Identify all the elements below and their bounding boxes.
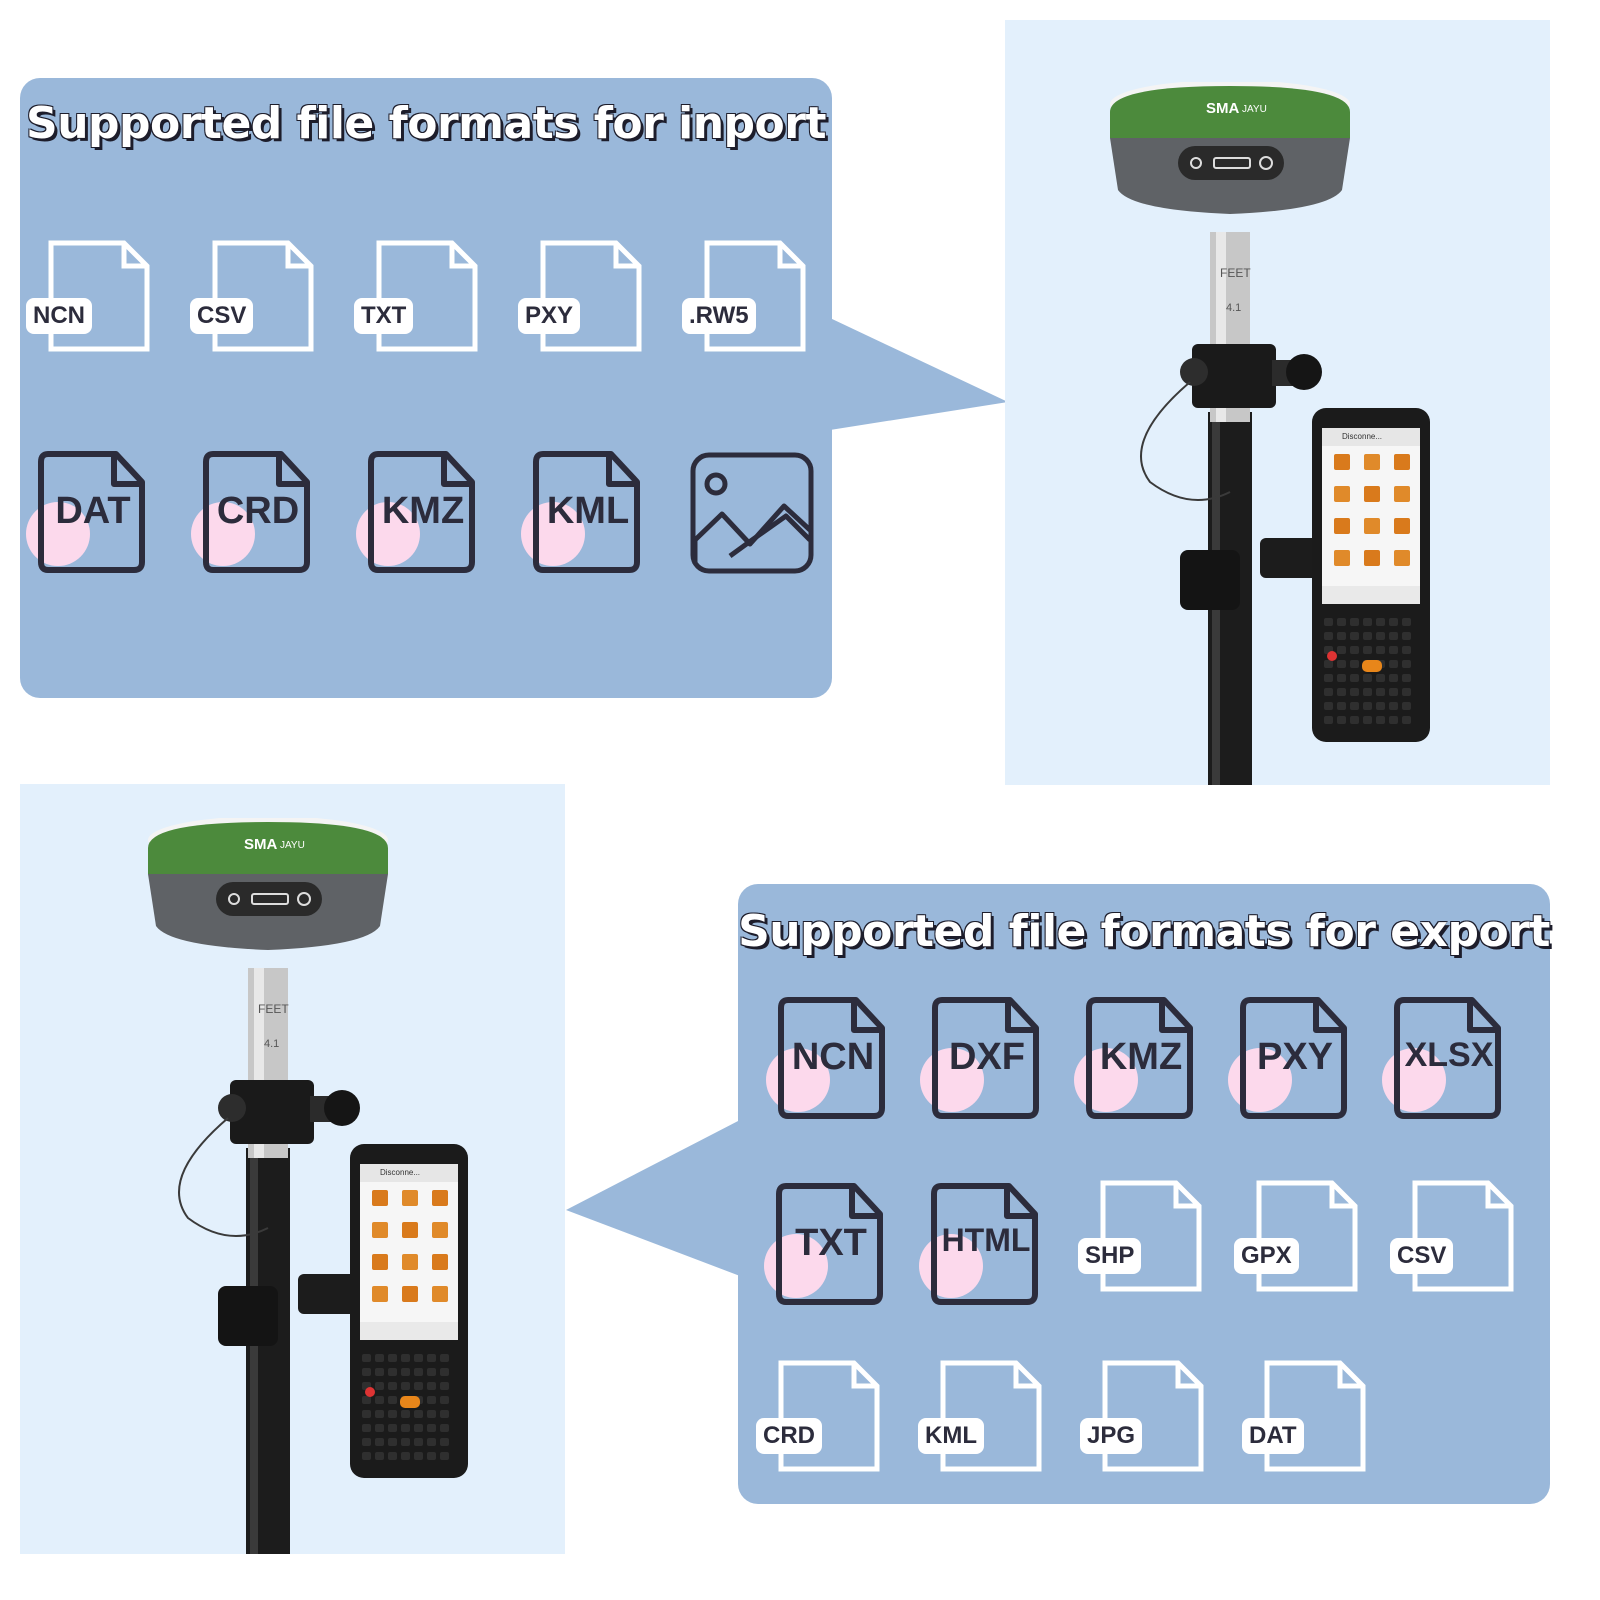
file-format-label: KML: [918, 1418, 984, 1454]
file-format-label: KML: [546, 490, 630, 532]
outline-file-icon: CSV: [1390, 1180, 1514, 1292]
file-format-label: TXT: [795, 1222, 867, 1264]
file-format-label: XLSX: [1404, 1036, 1494, 1074]
pole-number: 4.1: [264, 1038, 280, 1050]
document-file-icon: NCN: [766, 996, 888, 1120]
outline-file-icon: SHP: [1078, 1180, 1202, 1292]
import-panel: Supported file formats for inport: [20, 78, 832, 698]
file-format-label: CSV: [190, 298, 254, 334]
export-callout-pointer: [566, 1120, 740, 1276]
file-format-label: NCN: [791, 1036, 875, 1078]
brand-logo: SMA: [244, 836, 278, 853]
outline-file-icon: CSV: [190, 240, 314, 352]
outline-file-icon: GPX: [1234, 1180, 1358, 1292]
outline-file-icon: KML: [918, 1360, 1042, 1472]
document-file-icon: KML: [521, 450, 643, 574]
file-format-label: DXF: [949, 1036, 1025, 1078]
pole-marking: FEET: [1220, 266, 1251, 280]
file-format-label: PXY: [1256, 1036, 1334, 1078]
file-format-label: CSV: [1390, 1238, 1454, 1274]
document-file-icon: HTML: [919, 1182, 1041, 1306]
pole-number: 4.1: [1226, 302, 1242, 314]
outline-file-icon: JPG: [1080, 1360, 1204, 1472]
file-format-label: KMZ: [1099, 1036, 1183, 1078]
brand-logo-suffix: JAYU: [1242, 104, 1267, 115]
controller-screen-header: Disconne...: [380, 1168, 421, 1177]
file-format-label: GPX: [1234, 1238, 1299, 1274]
document-file-icon: KMZ: [356, 450, 478, 574]
file-format-label: NCN: [26, 298, 92, 334]
outline-file-icon: DAT: [1242, 1360, 1366, 1472]
file-format-label: JPG: [1080, 1418, 1143, 1454]
export-panel-title: Supported file formats for export: [738, 906, 1550, 957]
document-file-icon: DXF: [920, 996, 1042, 1120]
file-format-label: CRD: [216, 490, 300, 532]
file-format-label: TXT: [354, 298, 414, 334]
brand-logo: SMA: [1206, 100, 1240, 117]
outline-file-icon: NCN: [26, 240, 150, 352]
document-file-icon: KMZ: [1074, 996, 1196, 1120]
import-panel-title: Supported file formats for inport: [26, 98, 827, 149]
outline-file-icon: PXY: [518, 240, 642, 352]
outline-file-icon: TXT: [354, 240, 478, 352]
document-file-icon: CRD: [191, 450, 313, 574]
controller-screen-header: Disconne...: [1342, 432, 1383, 441]
file-format-label: KMZ: [381, 490, 465, 532]
document-file-icon: DAT: [26, 450, 148, 574]
document-file-icon: TXT: [764, 1182, 886, 1306]
outline-file-icon: CRD: [756, 1360, 880, 1472]
file-format-label: DAT: [55, 490, 131, 532]
file-format-label: CRD: [756, 1418, 822, 1454]
file-format-label: SHP: [1078, 1238, 1142, 1274]
outline-file-icon: .RW5: [682, 240, 806, 352]
export-panel: Supported file formats for export: [738, 884, 1550, 1504]
pole-marking: FEET: [258, 1002, 289, 1016]
brand-logo-suffix: JAYU: [280, 840, 305, 851]
document-file-icon: XLSX: [1382, 996, 1504, 1120]
file-format-label: PXY: [518, 298, 581, 334]
receiver-illustration: [148, 816, 468, 1554]
file-format-label: .RW5: [682, 298, 756, 334]
document-file-icon: PXY: [1228, 996, 1350, 1120]
file-format-label: HTML: [941, 1222, 1031, 1258]
image-file-icon: [690, 452, 816, 576]
import-callout-pointer: [830, 318, 1008, 430]
file-format-label: DAT: [1242, 1418, 1304, 1454]
receiver-illustration: [1110, 80, 1430, 785]
